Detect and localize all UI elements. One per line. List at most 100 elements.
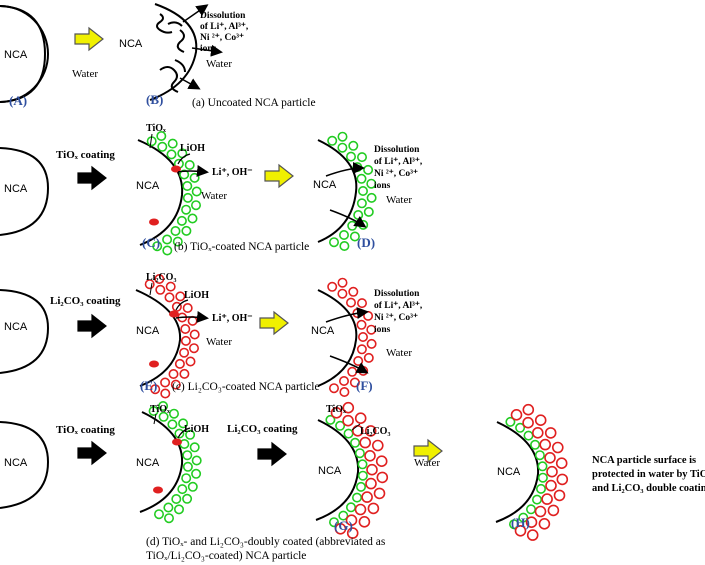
nca-label: NCA — [311, 325, 335, 337]
coating-bead — [191, 186, 202, 197]
arrow-shape — [264, 163, 294, 189]
nca-particle-c — [137, 139, 184, 246]
nca-particle-d — [317, 139, 358, 243]
coating-bead — [154, 509, 165, 520]
coating-bead — [349, 231, 360, 242]
coating-bead — [357, 331, 368, 342]
coating-bead — [522, 403, 535, 416]
coating-bead — [170, 379, 181, 390]
coating-bead — [160, 388, 171, 399]
coating-bead — [357, 186, 368, 197]
yellow-arrow-icon — [74, 26, 104, 52]
coating-bead — [162, 234, 173, 245]
lioh-label: LiOH — [180, 143, 205, 154]
tiox-coating — [146, 131, 202, 256]
coating-label: Li₂CO₃ coating — [50, 295, 121, 307]
coating-bead — [182, 461, 193, 472]
coating-bead — [346, 527, 359, 539]
coating-bead — [535, 483, 546, 494]
dissolution-line: ions — [200, 44, 217, 54]
caption-a: (a) Uncoated NCA particle — [192, 97, 316, 109]
coating-bead — [541, 493, 553, 505]
water-label: Water — [386, 347, 412, 359]
nca-label: NCA — [136, 457, 160, 469]
dissolution-line: of Li⁺, Al³⁺, — [374, 301, 423, 311]
ion-label: Li⁺, OH⁻ — [212, 167, 253, 178]
water-label: Water — [72, 68, 98, 80]
arrow-shape — [77, 165, 107, 191]
coating-bead — [180, 323, 191, 334]
coating-bead — [330, 406, 343, 419]
coating-bead — [325, 414, 336, 425]
coating-bead — [167, 138, 178, 149]
coating-bead — [345, 502, 356, 513]
coating-bead — [174, 358, 185, 369]
coating-bead — [545, 479, 557, 492]
coating-bead — [505, 416, 516, 427]
tiox-label: TiOₓ — [326, 404, 346, 415]
arrow-shape — [257, 441, 287, 467]
coating-bead — [177, 484, 188, 495]
coating-bead — [158, 400, 169, 411]
coating-bead — [342, 401, 355, 414]
dissolution-line: Ni ²⁺, Co³⁺ — [374, 169, 418, 179]
coating-bead — [187, 315, 198, 326]
coating-bead — [366, 178, 377, 189]
nca-particle-h — [495, 421, 540, 523]
dissolution-line: Ni ²⁺, Co³⁺ — [374, 313, 418, 323]
coating-bead — [525, 504, 536, 515]
coating-bead — [334, 522, 347, 535]
caption-b: (b) TiOₓ-coated NCA particle — [174, 241, 309, 253]
coating-bead — [530, 439, 541, 450]
water-label: Water — [386, 194, 412, 206]
coating-bead — [356, 298, 367, 309]
coating-bead — [174, 504, 185, 515]
yellow-arrow-icon — [259, 310, 289, 336]
coating-bead — [154, 273, 165, 284]
coating-bead — [544, 427, 557, 439]
coating-bead — [375, 455, 388, 468]
lioh-spot — [171, 165, 181, 173]
coating-bead — [189, 442, 200, 453]
lioh-spot — [172, 438, 182, 446]
coating-bead — [359, 436, 372, 449]
coating-bead — [376, 471, 389, 484]
nca-particle-g — [315, 419, 360, 521]
coating-bead — [343, 428, 354, 439]
caption-d: TiOₓ/Li₂CO₃-coated) NCA particle — [146, 550, 306, 562]
coating-bead — [182, 302, 193, 313]
nca-label: NCA — [119, 38, 143, 50]
water-label: Water — [206, 58, 232, 70]
protection-note: protected in water by TiOₓ — [592, 469, 705, 480]
coating-bead — [191, 468, 202, 479]
nca-particle — [0, 289, 50, 374]
coating-bead — [338, 375, 349, 386]
coating-bead — [339, 241, 350, 252]
arrow-shape — [413, 438, 443, 464]
protection-note: and Li₂CO₃ double coating — [592, 483, 705, 494]
tiox-coating — [325, 414, 368, 528]
coating-bead — [327, 281, 338, 292]
coating-bead — [182, 181, 193, 192]
coating-bead — [162, 245, 173, 256]
coating-bead — [345, 151, 356, 162]
tiox-label: TiOₓ — [150, 404, 170, 415]
coating-bead — [338, 510, 349, 521]
coating-bead — [167, 419, 178, 430]
coating-bead — [354, 412, 367, 425]
coating-bead — [185, 356, 196, 367]
lioh-spot — [149, 218, 159, 226]
coating-bead — [539, 438, 552, 451]
nca-particle — [0, 147, 50, 236]
coating-bead — [354, 503, 367, 516]
coating-bead — [157, 141, 168, 152]
nca-label: NCA — [497, 466, 521, 478]
coating-bead — [152, 241, 163, 252]
dissolution-line: of Li⁺, Al³⁺, — [374, 157, 423, 167]
nca-particle-b — [149, 3, 198, 101]
coating-bead — [352, 162, 363, 173]
coating-bead — [342, 414, 354, 427]
coating-bead — [366, 338, 377, 349]
coating-bead — [170, 226, 181, 237]
